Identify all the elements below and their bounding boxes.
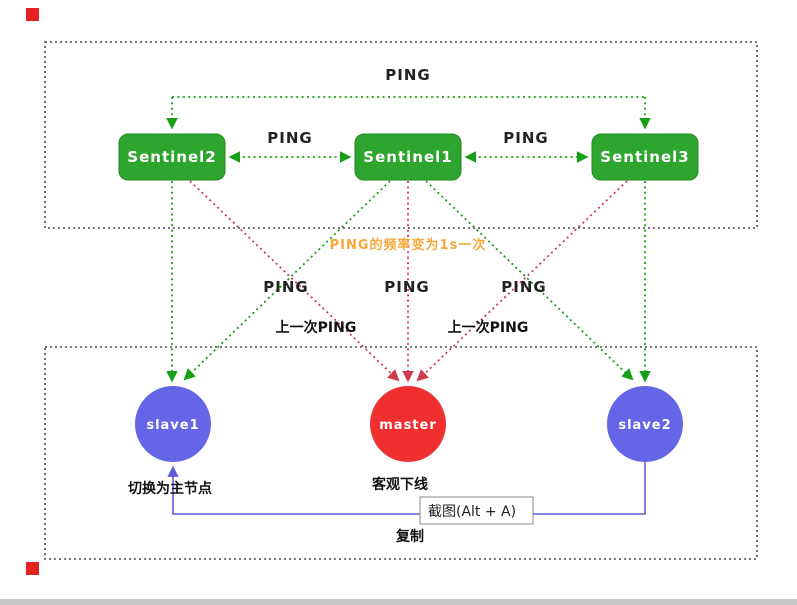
screenshot-tooltip-box <box>419 496 534 525</box>
replication-label: 复制 <box>395 528 424 545</box>
ping-s1-s3-label: PING <box>503 129 548 147</box>
master-circle <box>370 386 446 462</box>
data-node-group-box <box>44 346 758 560</box>
ping-frequency-note: PING的频率变为1s一次 <box>330 237 487 253</box>
last-ping-left-label: 上一次PING <box>276 319 357 336</box>
selection-handle-top-icon <box>26 8 39 21</box>
slave2-circle <box>607 386 683 462</box>
ping-s2-s1-label: PING <box>267 129 312 147</box>
screenshot-tooltip: 截图(Alt + A) <box>419 496 534 525</box>
sentinel1-node: Sentinel1 <box>354 133 462 181</box>
ping-mid-right-label: PING <box>501 278 546 296</box>
master-label: master <box>379 418 437 433</box>
edge-sentinel1-slave1 <box>183 180 391 381</box>
slave2-node: slave2 <box>607 386 683 462</box>
sentinel2-box <box>118 133 226 181</box>
ping-mid-left-label: PING <box>263 278 308 296</box>
switch-to-master-label: 切换为主节点 <box>128 480 212 497</box>
ping-mid-center-label: PING <box>384 278 429 296</box>
bottom-edge-bar <box>0 599 797 605</box>
sentinel1-label: Sentinel1 <box>363 148 452 166</box>
slave2-label: slave2 <box>618 418 671 433</box>
edge-sentinel2-master <box>189 180 400 382</box>
screenshot-tooltip-label: 截图(Alt + A) <box>428 504 516 520</box>
sentinel2-label: Sentinel2 <box>127 148 216 166</box>
objective-offline-label: 客观下线 <box>371 476 428 493</box>
sentinel2-node: Sentinel2 <box>118 133 226 181</box>
edge-replication-slave2-slave1 <box>167 462 646 515</box>
sentinel3-label: Sentinel3 <box>600 148 689 166</box>
master-node: master <box>370 386 446 462</box>
slave1-circle <box>135 386 211 462</box>
edge-sentinel3-master <box>416 180 628 382</box>
slave1-label: slave1 <box>146 418 199 433</box>
last-ping-right-label: 上一次PING <box>448 319 529 336</box>
sentinel-group-box <box>44 41 758 229</box>
slave1-node: slave1 <box>135 386 211 462</box>
selection-handle-bottom-icon <box>26 562 39 575</box>
ping-top-label: PING <box>385 66 430 84</box>
sentinel1-box <box>354 133 462 181</box>
edge-sentinel1-slave2 <box>425 180 634 381</box>
sentinel3-node: Sentinel3 <box>591 133 699 181</box>
sentinel3-box <box>591 133 699 181</box>
